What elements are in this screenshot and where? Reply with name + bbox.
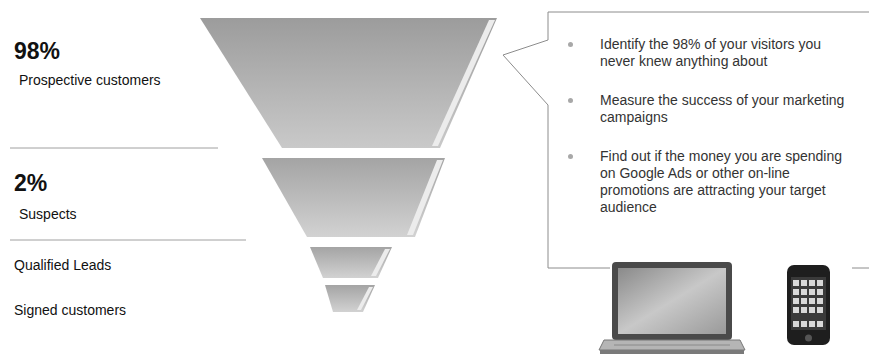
laptop-base [599, 340, 745, 350]
phone-screen [791, 277, 826, 330]
laptop-icon [599, 262, 745, 354]
phone-icon [787, 265, 830, 345]
callout-box: Identify the 98% of your visitors you ne… [548, 12, 869, 268]
phone-button [805, 335, 812, 342]
laptop-keys [614, 345, 730, 346]
bullet-text: Find out if the money you are spending o… [600, 148, 853, 216]
funnel-band [310, 247, 392, 278]
callout-border [503, 12, 869, 268]
funnel-highlight [357, 287, 373, 310]
separator-line [10, 240, 246, 241]
stage-label: Signed customers [14, 302, 126, 318]
laptop-lid [612, 262, 732, 340]
percent-figure: 2% [14, 170, 47, 196]
separator-line [10, 148, 218, 149]
bullet-text: Identify the 98% of your visitors you ne… [600, 36, 853, 70]
bullet-text: Measure the success of your marketing ca… [600, 92, 853, 126]
phone-apps [793, 280, 823, 327]
stage-label: Suspects [19, 206, 77, 222]
funnel-highlight [407, 160, 443, 235]
laptop-screen [618, 268, 726, 334]
laptop-edge [600, 350, 744, 354]
callout-border [852, 268, 869, 269]
funnel-band [200, 18, 497, 148]
stage-label: Qualified Leads [14, 257, 111, 273]
percent-figure: 98% [14, 38, 60, 64]
funnel-highlight [432, 20, 495, 146]
phone-body [787, 265, 830, 345]
funnel-band [325, 285, 375, 312]
funnel-highlight [371, 249, 390, 276]
funnel-band [262, 158, 445, 237]
stage-label: Prospective customers [19, 72, 161, 88]
